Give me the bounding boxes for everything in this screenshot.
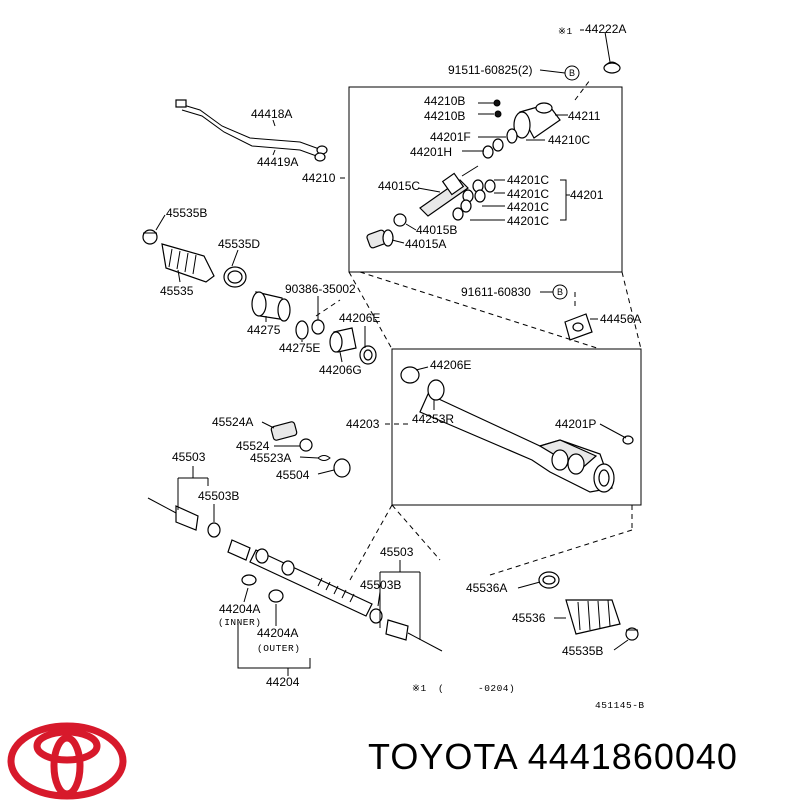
label-44204A-inner: 44204A <box>219 602 260 616</box>
label-44419A: 44419A <box>257 155 298 169</box>
label-outer-note: (OUTER) <box>257 643 300 654</box>
label-45536A: 45536A <box>466 581 507 595</box>
label-45535B: 45535B <box>562 644 603 658</box>
label-inner-note: (INNER) <box>218 617 261 628</box>
label-45524: 45524 <box>236 439 270 453</box>
label-44211: 44211 <box>568 109 601 123</box>
footnote-range: -0204) <box>478 683 515 694</box>
label-91611-60830: 91611-60830 <box>461 285 531 299</box>
label-45503B: 45503B <box>198 489 239 503</box>
note-mark: ※1 <box>558 26 573 37</box>
footnote-mark: ※1 <box>412 683 427 694</box>
label-44275E: 44275E <box>279 341 320 355</box>
ref-circle-b <box>552 284 568 300</box>
label-44222A: 44222A <box>585 22 626 36</box>
part-number: 4441860040 <box>527 736 738 777</box>
toyota-logo-icon <box>7 722 127 800</box>
leader-lines <box>155 29 629 676</box>
footnote-open: ( <box>438 683 444 694</box>
label-44456A: 44456A <box>600 312 641 326</box>
label-44210B: 44210B <box>424 94 465 108</box>
label-90386-35002: 90386-35002 <box>285 282 356 296</box>
label-45535: 45535 <box>160 284 194 298</box>
brand-title: TOYOTA 4441860040 <box>368 736 738 778</box>
label-45535D: 45535D <box>218 237 260 251</box>
label-44015C: 44015C <box>378 179 420 193</box>
label-91511-60825: 91511-60825(2) <box>448 63 533 77</box>
label-44201C: 44201C <box>507 173 549 187</box>
label-45535B: 45535B <box>166 206 207 220</box>
label-44204A-outer: 44204A <box>257 626 298 640</box>
label-44201H: 44201H <box>410 145 452 159</box>
label-44206E: 44206E <box>430 358 471 372</box>
label-44201C: 44201C <box>507 187 549 201</box>
label-44203: 44203 <box>346 417 380 431</box>
diagram-code: 451145-B <box>595 700 645 711</box>
toyota-logo-rings <box>7 722 127 800</box>
ref-circle-b <box>564 65 580 81</box>
label-45536: 45536 <box>512 611 546 625</box>
label-44210: 44210 <box>302 171 336 185</box>
part-labels: ※1 44222A 91511-60825(2) 44210B 44210B 4… <box>160 22 645 711</box>
label-44253R: 44253R <box>412 412 454 426</box>
label-44015B: 44015B <box>416 223 457 237</box>
label-45524A: 45524A <box>212 415 253 429</box>
label-44201C: 44201C <box>507 200 549 214</box>
label-45523A: 45523A <box>250 451 291 465</box>
label-45503: 45503 <box>380 545 414 559</box>
label-45503B: 45503B <box>360 578 401 592</box>
ref-circle-b-label: B <box>557 287 563 297</box>
label-44206G: 44206G <box>319 363 362 377</box>
rack-housing-box <box>391 348 642 506</box>
label-44201: 44201 <box>570 188 604 202</box>
label-44201C: 44201C <box>507 214 549 228</box>
label-44418A: 44418A <box>251 107 292 121</box>
label-44275: 44275 <box>247 323 281 337</box>
label-44015A: 44015A <box>405 237 446 251</box>
part-drawings <box>142 61 639 652</box>
ref-circle-b-label: B <box>569 68 575 78</box>
label-45504: 45504 <box>276 468 310 482</box>
label-44201P: 44201P <box>555 417 596 431</box>
brand-name: TOYOTA <box>368 736 517 777</box>
assembly-boxes <box>315 79 642 581</box>
label-45503: 45503 <box>172 450 206 464</box>
label-44210C: 44210C <box>548 133 590 147</box>
label-44201F: 44201F <box>430 130 471 144</box>
reference-b-markers: B B <box>552 65 580 300</box>
label-44204: 44204 <box>266 675 300 689</box>
label-44210B: 44210B <box>424 109 465 123</box>
label-44206E: 44206E <box>339 311 380 325</box>
